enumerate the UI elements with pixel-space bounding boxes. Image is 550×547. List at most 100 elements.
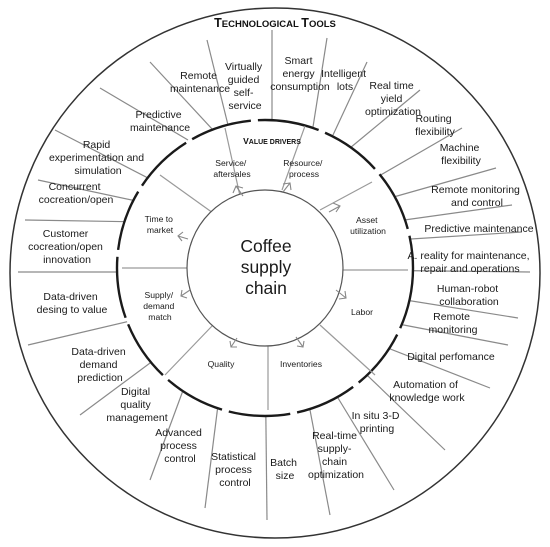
- driver-label-inventories: Inventories: [280, 359, 322, 369]
- tool-label-line: optimization: [308, 469, 364, 481]
- driver-arrows: [177, 182, 347, 348]
- tool-label-real-time-supply-chain: Real-time supply- chain optimization: [308, 430, 364, 481]
- tool-label-line: In situ 3-D: [352, 410, 400, 422]
- tool-label-line: desing to value: [37, 304, 108, 316]
- tool-label-line: maintenance: [170, 83, 230, 95]
- separator-line: [319, 324, 376, 376]
- tool-label-automation-knowledge: Automation of knowledge work: [389, 379, 465, 404]
- separator-line: [392, 297, 519, 319]
- driver-label-asset: Asset utilization: [350, 215, 386, 236]
- tool-label-line: A. reality for maintenance,: [408, 250, 530, 262]
- driver-label-service: Service/ aftersales: [213, 158, 250, 179]
- separator-line: [319, 181, 373, 211]
- driver-label-line: Time to: [145, 214, 174, 224]
- tool-label-line: consumption: [270, 81, 330, 93]
- driver-label-resource: Resource/ process: [283, 158, 325, 179]
- separator-line: [382, 167, 497, 201]
- center-label-line: supply: [241, 257, 292, 277]
- driver-label-line: Service/: [215, 158, 247, 168]
- driver-label-line: Supply/: [144, 290, 173, 300]
- tool-label-line: demand: [80, 359, 118, 371]
- driver-label-line: aftersales: [213, 169, 250, 179]
- tool-label-line: energy: [282, 68, 315, 80]
- tool-label-predictive-maintenance-left: Predictive maintenance: [130, 109, 190, 134]
- tool-label-line: Batch: [270, 457, 297, 469]
- arrow-icon: [282, 182, 292, 193]
- tool-label-concurrent-cocreation: Concurrent cocreation/open: [39, 181, 114, 206]
- driver-label-supply-demand: Supply/ demand match: [143, 290, 176, 322]
- tool-label-line: chain: [322, 456, 347, 468]
- tool-label-in-situ-3d: In situ 3-D printing: [352, 410, 403, 435]
- tool-label-line: innovation: [43, 254, 91, 266]
- tool-label-line: flexibility: [415, 126, 455, 138]
- center-circle: [186, 189, 344, 347]
- driver-label-line: process: [289, 169, 319, 179]
- tool-label-line: supply-: [318, 443, 352, 455]
- separator-line: [149, 61, 214, 131]
- separator-line: [99, 87, 189, 141]
- separator-line: [27, 317, 144, 346]
- separator-line: [309, 409, 331, 516]
- tool-label-a-reality: A. reality for maintenance, repair and o…: [408, 250, 533, 275]
- tool-label-line: Predictive: [135, 109, 181, 121]
- tool-label-line: Intelligent: [321, 68, 366, 80]
- driver-label-line: demand: [143, 301, 174, 311]
- arrow-icon: [180, 289, 191, 299]
- separator-line: [337, 397, 395, 491]
- separator-line: [349, 89, 421, 149]
- tool-label-line: Routing: [415, 113, 451, 125]
- tool-label-smart-energy: Smart energy consumption: [270, 55, 330, 93]
- tool-label-line: guided: [228, 74, 260, 86]
- arrow-icon: [232, 185, 244, 197]
- driver-label-line: market: [147, 225, 174, 235]
- separator-line: [164, 324, 214, 376]
- tool-label-line: simulation: [74, 165, 121, 177]
- tool-label-line: Machine: [440, 142, 480, 154]
- tool-label-line: process: [215, 464, 252, 476]
- separator-line: [379, 344, 491, 389]
- tool-label-data-driven-demand: Data-driven demand prediction: [71, 346, 128, 384]
- tool-label-rapid-experimentation: Rapid experimentation and simulation: [49, 139, 147, 177]
- arrow-icon: [335, 289, 347, 300]
- tool-labels: Virtually guided self- service Smart ene…: [28, 55, 534, 489]
- driver-label-quality: Quality: [208, 359, 235, 369]
- tool-label-line: Automation of: [393, 379, 458, 391]
- tool-label-line: control: [219, 477, 251, 489]
- tool-label-digital-performance: Digital perfomance: [407, 351, 495, 363]
- driver-separator-lines: [122, 125, 408, 410]
- tool-label-line: prediction: [77, 372, 123, 384]
- tool-label-data-driven-value: Data-driven desing to value: [37, 291, 108, 316]
- separator-line: [281, 125, 306, 191]
- inner-title: VALUE DRIVERS: [243, 136, 301, 146]
- tool-label-line: Customer: [43, 228, 89, 240]
- tool-label-line: Remote monitoring: [431, 184, 520, 196]
- tool-label-line: Real time: [369, 80, 414, 92]
- tool-label-line: optimization: [365, 106, 421, 118]
- tool-label-real-time-yield: Real time yield optimization: [365, 80, 421, 118]
- tool-label-line: Data-driven: [43, 291, 97, 303]
- tool-label-line: Remote: [433, 311, 470, 323]
- tool-label-remote-monitoring-control: Remote monitoring and control: [431, 184, 523, 209]
- tool-label-line: control: [164, 453, 196, 465]
- tool-label-line: cocreation/open: [28, 241, 103, 253]
- tool-label-line: Virtually: [225, 61, 263, 73]
- tool-label-line: self-: [234, 87, 254, 99]
- tool-label-line: Data-driven: [71, 346, 125, 358]
- tool-label-intelligent-lots: Intelligent lots: [321, 68, 369, 93]
- tool-label-line: Rapid: [83, 139, 111, 151]
- separator-line: [389, 204, 513, 223]
- tool-label-line: quality: [120, 399, 151, 411]
- tool-label-line: knowledge work: [389, 392, 465, 404]
- tool-label-line: repair and operations: [420, 263, 519, 275]
- value-driver-labels: Service/ aftersales Resource/ process As…: [143, 158, 386, 369]
- tool-label-line: service: [228, 100, 261, 112]
- outer-circle: [9, 7, 541, 539]
- center-label: Coffee supply chain: [240, 236, 291, 298]
- driver-label-labor: Labor: [351, 307, 373, 317]
- tool-label-line: and control: [451, 197, 503, 209]
- tool-label-line: management: [106, 412, 167, 424]
- separator-line: [371, 127, 463, 181]
- tool-label-batch-size: Batch size: [270, 457, 300, 482]
- separator-line: [206, 39, 229, 126]
- tool-label-remote-monitoring: Remote monitoring: [428, 311, 477, 336]
